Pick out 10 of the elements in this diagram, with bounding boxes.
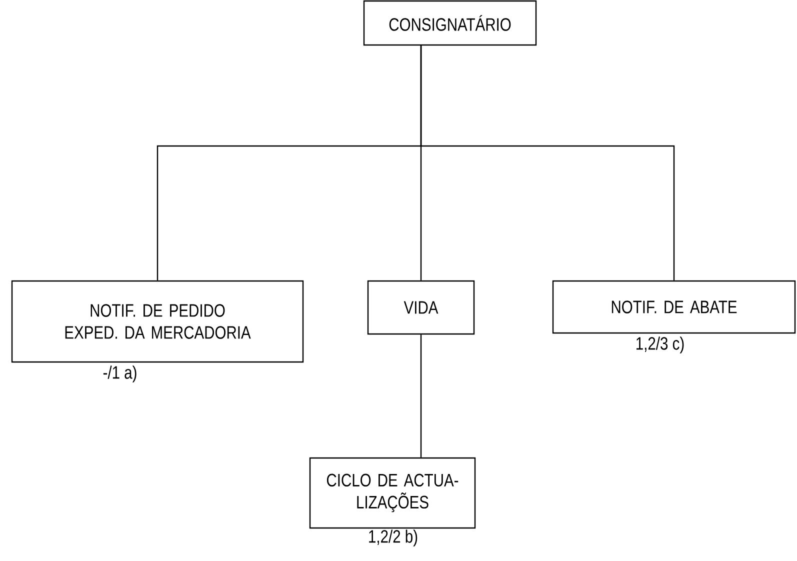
label-box: NOTIF. DE PEDIDO EXPED. DA MERCADORIA: [11, 280, 304, 363]
label-box: NOTIF. DE ABATE: [552, 280, 796, 334]
label-box: CICLO DE ACTUA- LIZAÇÕES: [309, 457, 476, 529]
reference-note: 1,2/2 b): [369, 530, 418, 546]
connector-line: [420, 46, 675, 280]
label-box: VIDA: [367, 280, 475, 335]
reference-note: 1,2/3 c): [636, 336, 684, 354]
reference-note: -/1 a): [103, 366, 136, 382]
connector-line: [420, 334, 422, 458]
label-box: CONSIGNATÁRIO: [363, 0, 537, 46]
